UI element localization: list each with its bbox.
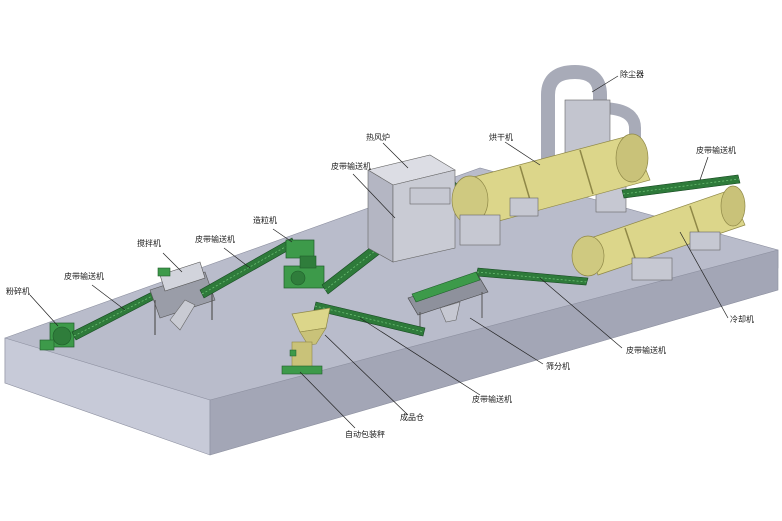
label-belt-conveyor-4: 皮带输送机 bbox=[696, 145, 736, 155]
product-bin bbox=[291, 307, 331, 346]
labels: 粉碎机 皮带输送机 搅拌机 皮带输送机 造粒机 热风炉 皮带输送机 除尘器 烘干… bbox=[6, 69, 754, 439]
mixer-machine bbox=[149, 261, 216, 335]
label-belt-conveyor-5: 皮带输送机 bbox=[626, 345, 666, 355]
leader-lines bbox=[29, 75, 729, 429]
crusher-machine bbox=[39, 322, 75, 351]
label-belt-conveyor-6: 皮带输送机 bbox=[472, 394, 512, 404]
belt-conveyor-6 bbox=[313, 301, 426, 337]
label-product-bin: 成品仓 bbox=[400, 412, 424, 422]
dryer-drum bbox=[451, 133, 651, 246]
label-dryer: 烘干机 bbox=[489, 132, 513, 142]
belt-conveyor-4 bbox=[621, 174, 741, 199]
cooler-drum bbox=[571, 185, 746, 281]
label-auto-packer: 自动包装秤 bbox=[345, 429, 385, 439]
label-crusher: 粉碎机 bbox=[6, 286, 30, 296]
screener-machine bbox=[407, 271, 489, 336]
auto-packing-scale bbox=[281, 341, 323, 375]
platform bbox=[4, 167, 779, 456]
platform-side bbox=[209, 249, 779, 456]
label-screener: 筛分机 bbox=[546, 361, 570, 371]
label-dust-collector: 除尘器 bbox=[620, 69, 644, 79]
label-granulator: 造粒机 bbox=[253, 215, 277, 225]
label-cooler: 冷却机 bbox=[730, 314, 754, 324]
label-belt-conveyor-2: 皮带输送机 bbox=[195, 234, 235, 244]
label-hot-air-stove: 热风炉 bbox=[366, 132, 390, 142]
label-mixer: 搅拌机 bbox=[137, 238, 161, 248]
hot-air-stove bbox=[367, 154, 456, 263]
label-belt-conveyor-1: 皮带输送机 bbox=[64, 271, 104, 281]
label-belt-conveyor-3: 皮带输送机 bbox=[331, 161, 371, 171]
granulator-machine bbox=[283, 239, 325, 289]
